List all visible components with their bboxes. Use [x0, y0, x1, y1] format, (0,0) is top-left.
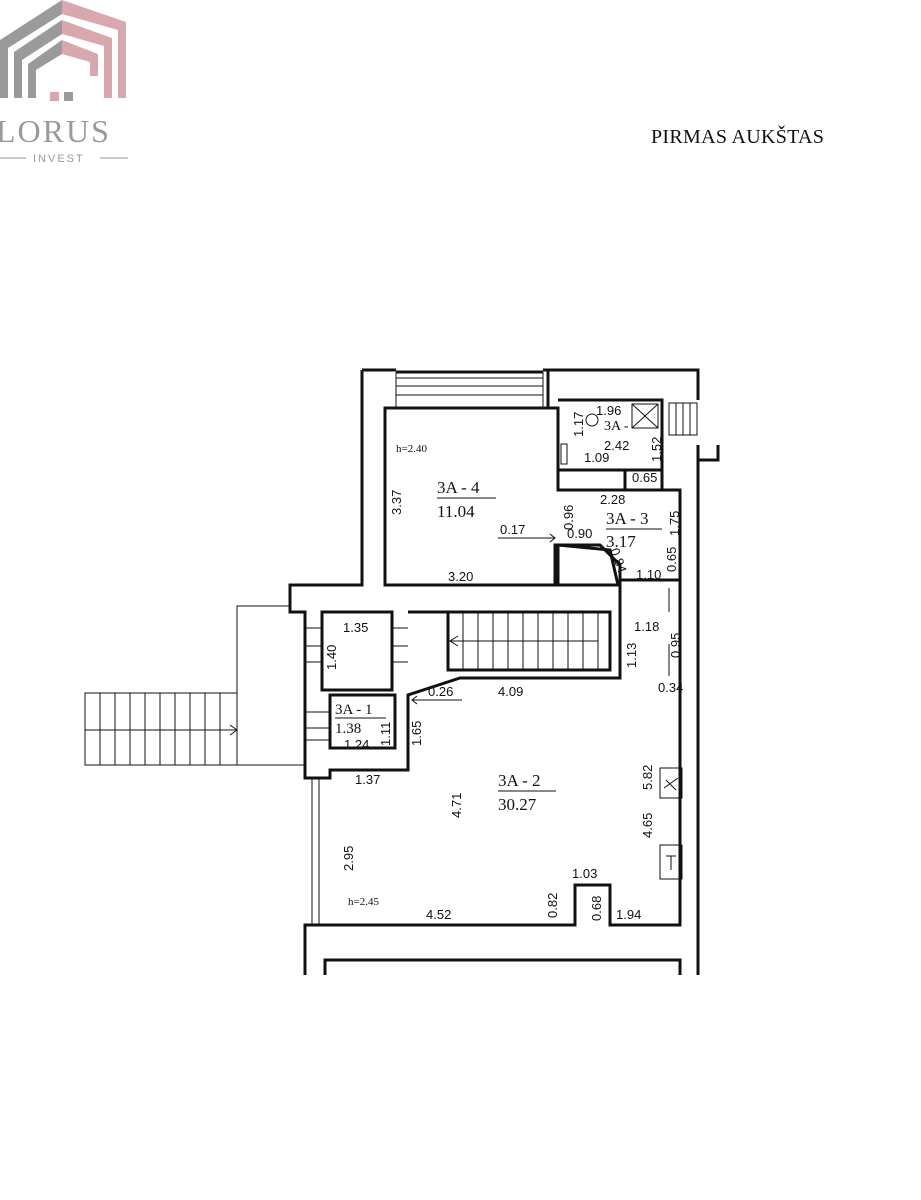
toilet-icon: [585, 413, 599, 427]
dimension-lines: [411, 533, 670, 705]
walls: [288, 368, 720, 975]
dim-label: 0.26: [428, 684, 453, 699]
logo-house-icon: [0, 0, 126, 101]
dim-label: 1.18: [634, 619, 659, 634]
dim-label: 1.94: [616, 907, 641, 922]
dim-label: 0.17: [500, 522, 525, 537]
bathroom-fixtures: [560, 403, 683, 880]
heater-icon: [659, 844, 683, 880]
dim-label: 1.96: [596, 403, 621, 418]
dim-label: 4.71: [449, 793, 464, 818]
dim-label: 0.90: [567, 526, 592, 541]
dim-label: 4.65: [640, 813, 655, 838]
dim-label: 3.20: [448, 569, 473, 584]
dim-label: 1.13: [624, 643, 639, 668]
dim-label: 1.10: [636, 567, 661, 582]
dim-label: 1.03: [572, 866, 597, 881]
dim-label: 3.37: [389, 490, 404, 515]
logo-brand: LORUS: [0, 113, 111, 149]
dim-label: 0.96: [561, 505, 576, 530]
dim-label: 1.52: [649, 437, 664, 462]
stairs-exterior: [84, 402, 698, 925]
dim-label: 5.82: [640, 765, 655, 790]
room-2-height: h=2.45: [348, 896, 379, 908]
radiator-icon: [659, 767, 683, 799]
room-4-area: 11.04: [437, 502, 475, 521]
room-4-height: h=2.40: [396, 443, 427, 455]
dim-label: 2.42: [604, 438, 629, 453]
dim-label: 1.37: [355, 772, 380, 787]
dim-label: 0.82: [545, 893, 560, 918]
dim-label: 2.28: [600, 492, 625, 507]
dim-label: 1.75: [667, 511, 682, 536]
room-2-id: 3A - 2: [498, 771, 541, 790]
room-1-area: 1.38: [335, 721, 361, 737]
dim-label: 0.65: [664, 547, 679, 572]
dim-label: 1.24: [344, 737, 369, 752]
dim-label: 1.09: [584, 450, 609, 465]
lorus-invest-logo: LORUS INVEST: [0, 0, 128, 165]
page-title: PIRMAS AUKŠTAS: [651, 126, 825, 148]
dim-label: 1.35: [343, 620, 368, 635]
dim-label: 1.17: [571, 412, 586, 437]
room-3-id: 3A - 3: [606, 509, 649, 528]
dim-label: 0.68: [589, 896, 604, 921]
dim-label: 0.65: [632, 470, 657, 485]
room-3-area: 3.17: [606, 532, 636, 551]
dim-label: 2.95: [341, 846, 356, 871]
room-1-id: 3A - 1: [335, 702, 373, 718]
dim-label: 4.09: [498, 684, 523, 699]
room-5-id: 3A -: [604, 419, 629, 434]
stairs-upper: [449, 612, 599, 670]
dim-label: 0.34: [658, 680, 683, 695]
dim-label: 4.52: [426, 907, 451, 922]
room-4-id: 3A - 4: [437, 478, 480, 497]
dim-label: 1.40: [324, 645, 339, 670]
room-2-area: 30.27: [498, 795, 537, 814]
logo-sub: INVEST: [33, 153, 85, 165]
dim-label: 0.95: [668, 633, 683, 658]
dim-label: 1.11: [378, 722, 393, 746]
dim-label: 1.65: [409, 721, 424, 746]
